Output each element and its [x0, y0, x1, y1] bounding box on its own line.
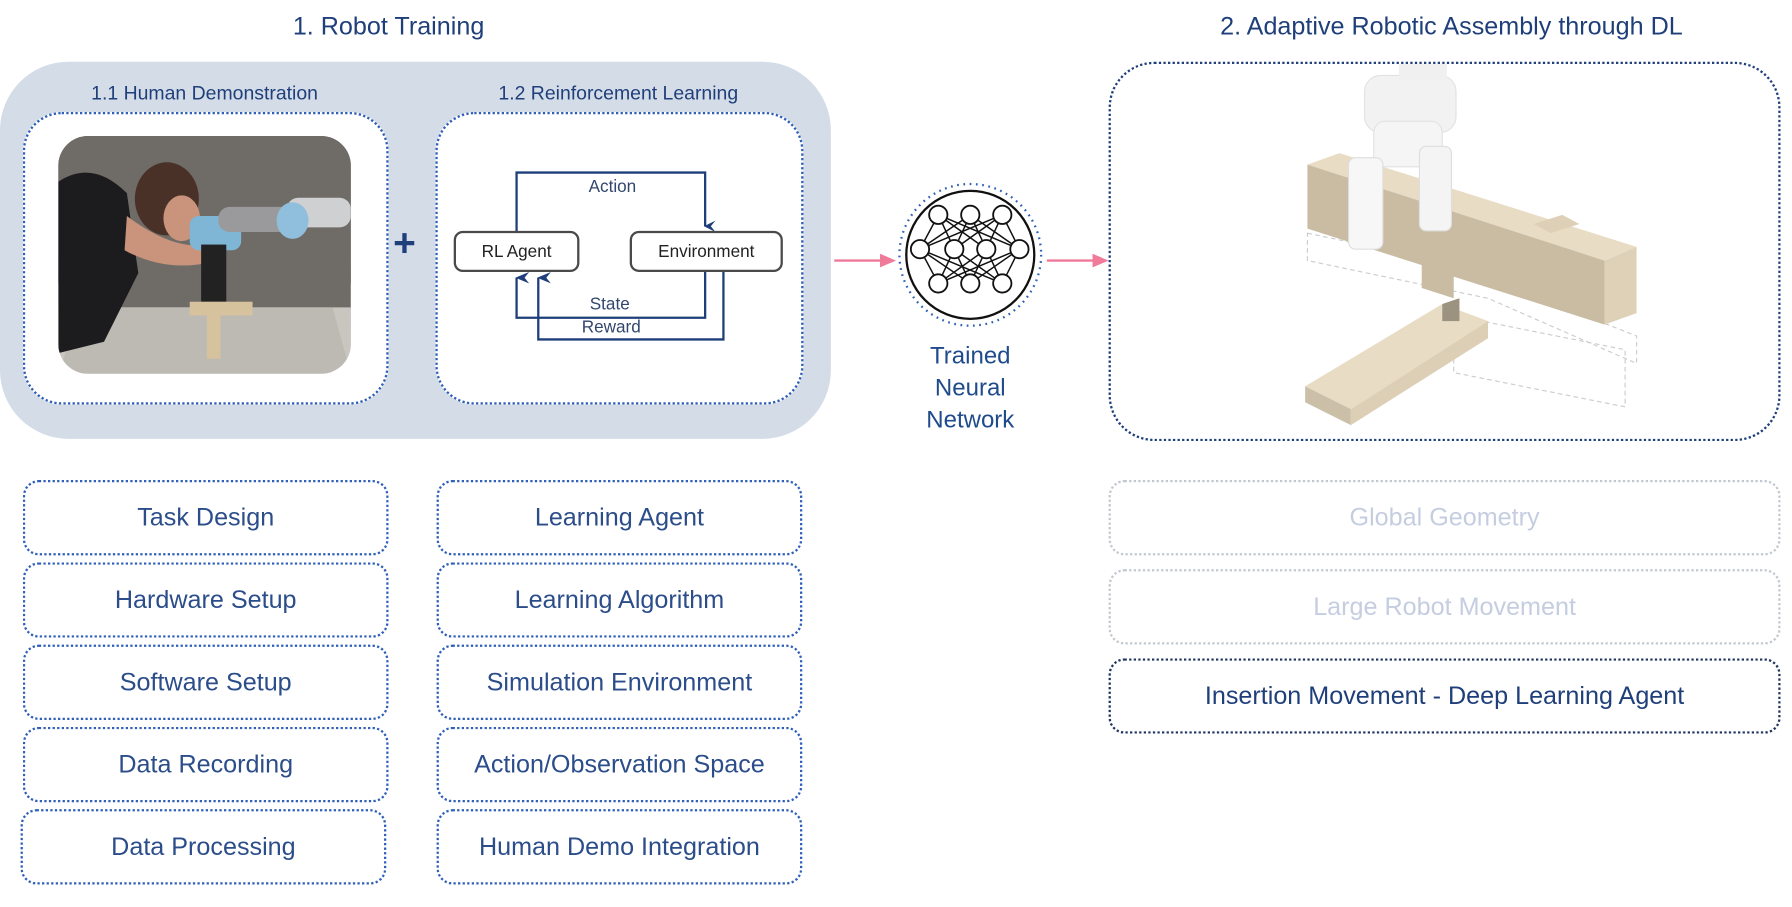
- state-label: State: [589, 294, 630, 315]
- plus-icon: +: [393, 221, 416, 266]
- neural-network-icon: [898, 182, 1043, 327]
- human-demo-illustration: [58, 135, 351, 374]
- section1-title: 1. Robot Training: [292, 11, 485, 40]
- state-arrow: [515, 269, 707, 319]
- rl-item: Learning Agent: [436, 479, 803, 556]
- rl-loop-arrows: [515, 171, 725, 341]
- human-demo-item: Hardware Setup: [22, 562, 389, 638]
- trained-network-label: Trained Neural Network: [885, 341, 1056, 437]
- network-label-line1: Trained: [930, 342, 1011, 370]
- environment-node: Environment: [629, 230, 783, 272]
- arrow-to-network: [834, 253, 896, 268]
- action-arrow: [515, 171, 716, 232]
- rl-item: Learning Algorithm: [436, 562, 803, 638]
- human-demo-item: Data Recording: [22, 726, 389, 803]
- network-label-line3: Network: [926, 406, 1015, 434]
- assembly-step-item: Global Geometry: [1108, 479, 1781, 556]
- rl-title: 1.2 Reinforcement Learning: [498, 82, 739, 104]
- rl-item: Simulation Environment: [436, 644, 803, 720]
- assembly-box: [1108, 61, 1781, 442]
- rl-item: Action/Observation Space: [436, 726, 803, 803]
- rl-item: Human Demo Integration: [436, 809, 803, 885]
- section2-title: 2. Adaptive Robotic Assembly through DL: [1220, 11, 1683, 40]
- human-demo-item: Task Design: [22, 479, 389, 556]
- human-demo-title: 1.1 Human Demonstration: [91, 82, 318, 104]
- assembly-illustration: [1305, 63, 1638, 426]
- assembly-step-item: Large Robot Movement: [1108, 569, 1781, 645]
- reward-label: Reward: [581, 317, 641, 338]
- human-demo-box: [22, 111, 389, 405]
- human-demo-photo: [58, 135, 351, 374]
- rl-box: RL Agent Environment Action State Reward: [435, 111, 804, 405]
- human-demo-item: Software Setup: [22, 644, 389, 720]
- assembly-step-item-active: Insertion Movement - Deep Learning Agent: [1108, 658, 1781, 734]
- human-demo-item: Data Processing: [20, 809, 387, 885]
- action-label: Action: [588, 177, 637, 197]
- network-label-line2: Neural: [934, 374, 1006, 402]
- arrow-to-assembly: [1046, 253, 1109, 268]
- rl-agent-node: RL Agent: [453, 230, 580, 272]
- reward-arrow: [537, 269, 725, 341]
